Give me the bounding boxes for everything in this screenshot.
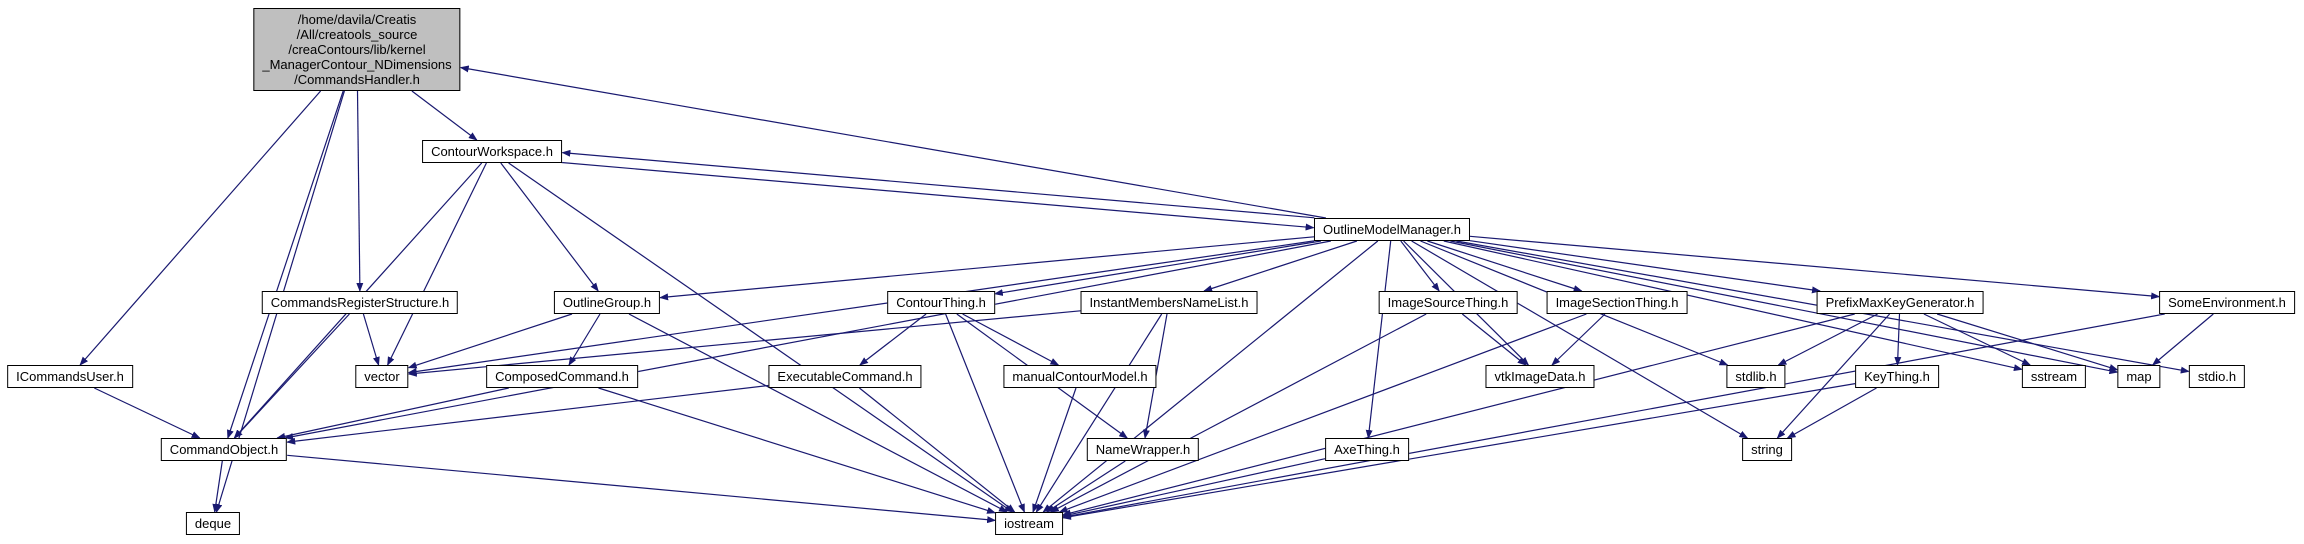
graph-node-stdlib[interactable]: stdlib.h bbox=[1726, 365, 1786, 388]
include-edge-manualcontourmodel-to-iostream bbox=[1032, 387, 1077, 513]
include-edge-outlinemodelmanager-to-vector bbox=[407, 240, 1315, 375]
include-edge-prefixmaxkeygenerator-to-sstream bbox=[1923, 313, 2032, 366]
include-edge-outlinemodelmanager-to-sstream bbox=[1443, 240, 2023, 372]
include-edge-outlinemodelmanager-to-string bbox=[1411, 240, 1749, 439]
include-edge-outlinegroup-to-vector bbox=[407, 313, 573, 369]
graph-node-someenvironment[interactable]: SomeEnvironment.h bbox=[2159, 291, 2295, 314]
include-edge-outlinemodelmanager-to-someenvironment bbox=[1469, 235, 2161, 300]
graph-node-namewrapper[interactable]: NameWrapper.h bbox=[1086, 438, 1200, 461]
include-edge-prefixmaxkeygenerator-to-string bbox=[1776, 313, 1891, 439]
include-edge-outlinemodelmanager-to-prefixmaxkeygenerator bbox=[1469, 240, 1821, 294]
include-edge-root-to-icommandsuser bbox=[79, 90, 322, 366]
include-edge-outlinegroup-to-composedcommand bbox=[568, 313, 601, 366]
graph-node-composedcommand[interactable]: ComposedCommand.h bbox=[486, 365, 638, 388]
include-edge-executablecommand-to-commandobject bbox=[286, 384, 769, 445]
include-edge-imagesourcething-to-vtkimagedata bbox=[1461, 313, 1527, 366]
graph-node-contourthing[interactable]: ContourThing.h bbox=[887, 291, 995, 314]
graph-node-keything[interactable]: KeyThing.h bbox=[1855, 365, 1939, 388]
include-edge-namewrapper-to-iostream bbox=[1045, 460, 1126, 513]
graph-node-vtkimagedata[interactable]: vtkImageData.h bbox=[1485, 365, 1595, 388]
include-edge-executablecommand-to-iostream bbox=[859, 387, 1016, 513]
graph-node-root: /home/davila/Creatis /All/creatools_sour… bbox=[253, 8, 461, 91]
graph-node-imagesectionthing[interactable]: ImageSectionThing.h bbox=[1546, 291, 1688, 314]
graph-node-contourworkspace[interactable]: ContourWorkspace.h bbox=[422, 140, 562, 163]
include-edge-outlinegroup-to-iostream bbox=[628, 313, 1008, 513]
graph-node-commandobject[interactable]: CommandObject.h bbox=[160, 438, 288, 461]
include-edge-root-to-commandsregisterstructure bbox=[356, 90, 364, 292]
graph-node-outlinemodelmanager[interactable]: OutlineModelManager.h bbox=[1313, 218, 1471, 241]
graph-node-sstream[interactable]: sstream bbox=[2021, 365, 2087, 388]
include-edge-outlinemodelmanager-to-map bbox=[1450, 240, 2119, 375]
include-edge-prefixmaxkeygenerator-to-iostream bbox=[1061, 313, 1855, 517]
include-edge-composedcommand-to-commandobject bbox=[276, 387, 509, 440]
graph-node-stdio[interactable]: stdio.h bbox=[2188, 365, 2246, 388]
include-edge-contourworkspace-to-vector bbox=[387, 162, 487, 366]
graph-node-outlinegroup[interactable]: OutlineGroup.h bbox=[553, 291, 661, 314]
include-edge-keything-to-string bbox=[1786, 387, 1877, 439]
graph-node-instantmembersnamelist[interactable]: InstantMembersNameList.h bbox=[1080, 291, 1258, 314]
include-edge-prefixmaxkeygenerator-to-stdlib bbox=[1777, 313, 1878, 366]
include-edge-prefixmaxkeygenerator-to-map bbox=[1936, 313, 2119, 371]
include-edge-imagesourcething-to-iostream bbox=[1049, 313, 1427, 513]
include-edge-root-to-commandobject bbox=[227, 90, 344, 439]
include-edge-commandsregisterstructure-to-vector bbox=[362, 313, 380, 366]
include-edge-commandsregisterstructure-to-commandobject bbox=[233, 313, 350, 439]
include-edge-instantmembersnamelist-to-iostream bbox=[1035, 313, 1163, 513]
graph-node-axething[interactable]: AxeThing.h bbox=[1325, 438, 1409, 461]
include-edge-outlinemodelmanager-to-contourworkspace bbox=[561, 149, 1315, 219]
include-edge-prefixmaxkeygenerator-to-keything bbox=[1894, 313, 1902, 366]
include-edge-outlinemodelmanager-to-root bbox=[459, 65, 1327, 219]
graph-node-map[interactable]: map bbox=[2117, 365, 2161, 388]
graph-node-iostream[interactable]: iostream bbox=[995, 512, 1063, 535]
include-edge-commandobject-to-iostream bbox=[287, 454, 997, 524]
graph-node-icommandsuser[interactable]: ICommandsUser.h bbox=[7, 365, 133, 388]
graph-node-imagesourcething[interactable]: ImageSourceThing.h bbox=[1378, 291, 1518, 314]
include-edge-contourworkspace-to-outlinegroup bbox=[500, 162, 599, 292]
include-edge-keything-to-iostream bbox=[1061, 383, 1856, 520]
include-edge-contourthing-to-manualcontourmodel bbox=[962, 313, 1060, 366]
include-edge-outlinemodelmanager-to-commandobject bbox=[284, 240, 1332, 440]
include-edge-contourthing-to-executablecommand bbox=[859, 313, 927, 366]
graph-node-executablecommand[interactable]: ExecutableCommand.h bbox=[768, 365, 922, 388]
include-edge-outlinemodelmanager-to-instantmembersnamelist bbox=[1203, 240, 1358, 292]
include-edge-axething-to-iostream bbox=[1061, 458, 1326, 518]
include-edge-composedcommand-to-iostream bbox=[598, 387, 997, 514]
graph-node-string[interactable]: string bbox=[1742, 438, 1792, 461]
include-edge-instantmembersnamelist-to-vector bbox=[407, 310, 1081, 377]
include-edge-someenvironment-to-map bbox=[2151, 313, 2214, 366]
include-edge-outlinemodelmanager-to-contourthing bbox=[993, 240, 1322, 296]
graph-node-manualcontourmodel[interactable]: manualContourModel.h bbox=[1003, 365, 1157, 388]
include-edge-outlinemodelmanager-to-imagesectionthing bbox=[1427, 240, 1583, 292]
include-edge-imagesectionthing-to-vtkimagedata bbox=[1551, 313, 1606, 366]
graph-node-prefixmaxkeygenerator[interactable]: PrefixMaxKeyGenerator.h bbox=[1816, 291, 1984, 314]
include-edge-someenvironment-to-iostream bbox=[1061, 313, 2165, 520]
include-edge-commandobject-to-deque bbox=[212, 460, 223, 513]
include-edge-contourthing-to-iostream bbox=[945, 313, 1025, 513]
include-edge-icommandsuser-to-commandobject bbox=[94, 387, 201, 439]
include-edge-outlinemodelmanager-to-iostream bbox=[1042, 240, 1379, 513]
include-edge-contourworkspace-to-iostream bbox=[508, 162, 1014, 513]
include-edge-outlinemodelmanager-to-imagesourcething bbox=[1400, 240, 1440, 292]
graph-node-commandsregisterstructure[interactable]: CommandsRegisterStructure.h bbox=[261, 291, 459, 314]
include-edge-outlinemodelmanager-to-axething bbox=[1365, 240, 1392, 439]
graph-node-vector[interactable]: vector bbox=[355, 365, 409, 388]
graph-node-deque[interactable]: deque bbox=[185, 512, 241, 535]
include-edge-contourworkspace-to-outlinemodelmanager bbox=[561, 161, 1315, 231]
include-edge-imagesectionthing-to-iostream bbox=[1058, 313, 1587, 513]
include-edge-root-to-contourworkspace bbox=[411, 90, 478, 141]
include-edge-outlinemodelmanager-to-outlinegroup bbox=[659, 236, 1315, 301]
